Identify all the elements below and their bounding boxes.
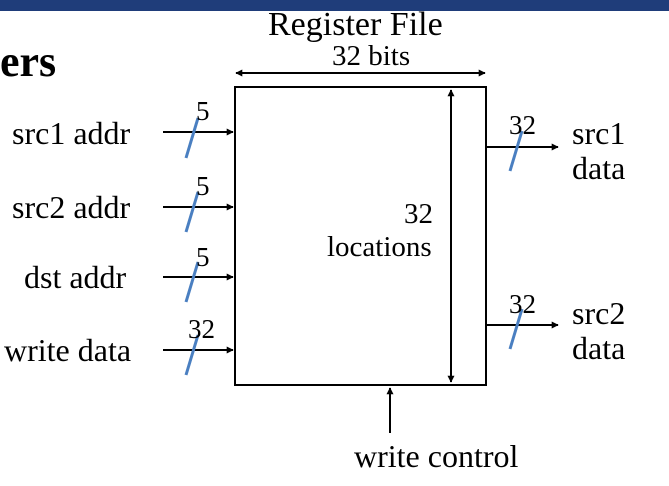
depth-label: locations — [327, 231, 432, 263]
input-label-src1-addr: src1 addr — [12, 115, 131, 151]
write-data-bus-slash — [184, 334, 200, 376]
output-label-src1-line1: src1 — [572, 115, 626, 151]
dst-addr-bus-slash — [184, 261, 200, 303]
input-label-dst-addr: dst addr — [24, 259, 127, 295]
title-banner — [0, 0, 669, 11]
output-bus-width-src2-data: 32 — [509, 289, 536, 319]
input-bus-width-dst-addr: 5 — [196, 242, 210, 272]
src2-data-bus-slash — [508, 308, 524, 350]
input-label-src2-addr: src2 addr — [12, 189, 131, 225]
register-file-box — [234, 86, 487, 386]
output-label-src2-line2: data — [572, 330, 626, 366]
src2-addr-bus-slash — [184, 191, 200, 233]
input-label-write-data: write data — [4, 332, 132, 368]
input-bus-width-src2-addr: 5 — [196, 171, 210, 201]
register-file-title: Register File — [268, 6, 443, 43]
input-bus-width-src1-addr: 5 — [196, 96, 210, 126]
depth-value: 32 — [404, 198, 433, 230]
width-label: 32 bits — [332, 40, 411, 72]
src1-data-bus-slash — [508, 130, 524, 172]
slide-heading-fragment: ers — [0, 37, 57, 86]
input-bus-width-write-data: 32 — [188, 314, 215, 344]
write-control-label: write control — [354, 438, 519, 474]
output-label-src1-line2: data — [572, 150, 626, 186]
output-label-src2-line1: src2 — [572, 295, 626, 331]
output-bus-width-src1-data: 32 — [509, 110, 536, 140]
src1-addr-bus-slash — [184, 117, 200, 159]
